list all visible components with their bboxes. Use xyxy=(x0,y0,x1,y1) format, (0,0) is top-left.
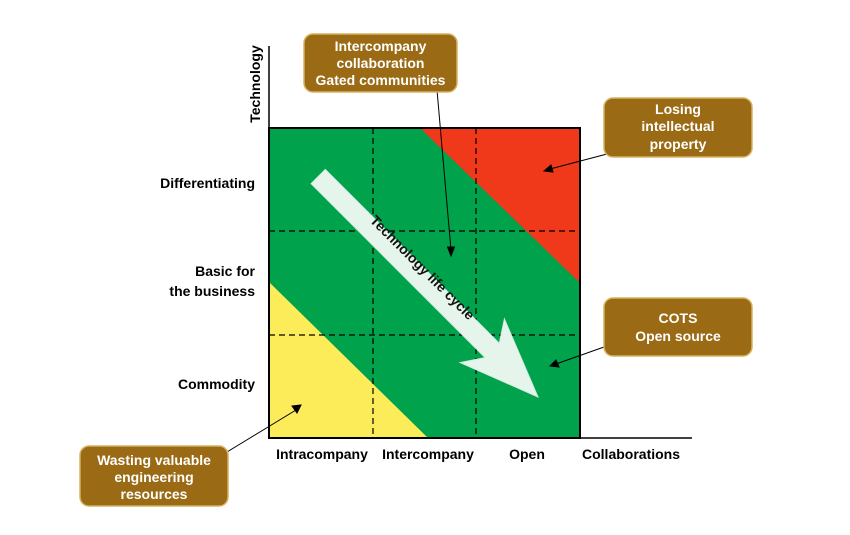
callout-losing-line2: intellectual xyxy=(641,118,714,134)
pointer-intercompany xyxy=(436,89,452,251)
callout-intercompany-line3: Gated communities xyxy=(316,72,446,88)
callout-losing-ip: Losing intellectual property xyxy=(603,97,753,158)
yellow-region xyxy=(269,282,428,438)
pointer-intercompany-head xyxy=(446,246,456,258)
red-region xyxy=(420,128,580,283)
callout-cots: COTS Open source xyxy=(603,297,753,357)
callout-cots-line2: Open source xyxy=(635,328,721,344)
x-label-intracompany: Intracompany xyxy=(276,446,368,462)
y-axis-title: Technology xyxy=(247,45,263,123)
y-label-basic-line1: Basic for xyxy=(195,263,255,279)
callout-wasting: Wasting valuable engineering resources xyxy=(79,445,229,507)
dashed-gridlines xyxy=(269,128,580,438)
callout-wasting-line3: resources xyxy=(121,486,188,502)
callout-intercompany-line2: collaboration xyxy=(337,55,425,71)
callout-intercompany: Intercompany collaboration Gated communi… xyxy=(303,33,458,93)
y-label-commodity: Commodity xyxy=(178,376,255,392)
callout-wasting-line1: Wasting valuable xyxy=(97,452,211,468)
callout-losing-line1: Losing xyxy=(655,101,701,117)
callout-intercompany-line1: Intercompany xyxy=(335,38,427,54)
callout-cots-line1: COTS xyxy=(659,310,698,326)
y-label-basic-line2: the business xyxy=(169,283,255,299)
pointer-wasting-head xyxy=(291,404,302,414)
pointer-losing xyxy=(549,153,608,170)
pointer-wasting xyxy=(221,409,297,456)
life-cycle-arrow xyxy=(310,168,539,398)
x-label-intercompany: Intercompany xyxy=(382,446,474,462)
pointer-cots-head xyxy=(548,359,560,368)
pointer-losing-head xyxy=(542,164,554,173)
x-label-open: Open xyxy=(509,446,545,462)
callout-wasting-line2: engineering xyxy=(114,469,193,485)
callout-losing-line3: property xyxy=(650,136,707,152)
pointer-cots xyxy=(555,346,605,365)
y-label-differentiating: Differentiating xyxy=(160,175,255,191)
x-axis-title: Collaborations xyxy=(582,446,680,462)
